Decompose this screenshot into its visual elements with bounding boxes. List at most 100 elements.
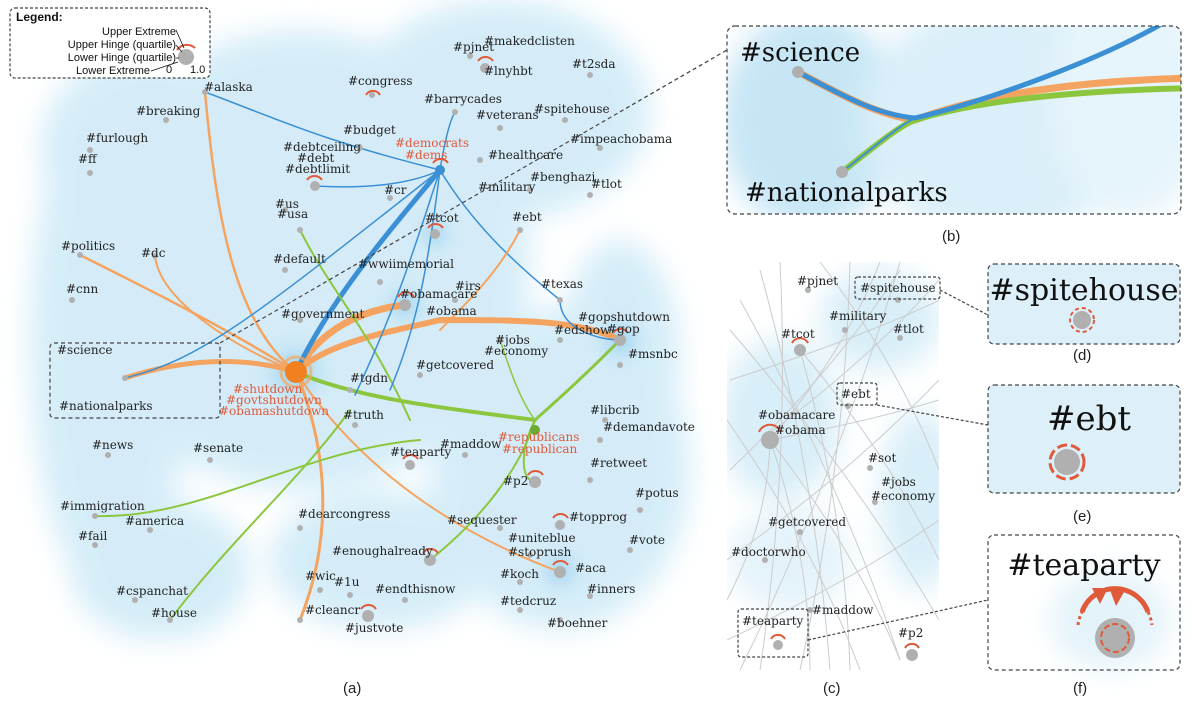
tag-republican: #republican — [502, 442, 578, 456]
tag-ebt: #ebt — [512, 210, 542, 224]
tag-boehner: #boehner — [547, 616, 608, 630]
tag-republicans: #republicans — [498, 430, 579, 444]
tag-cleancr: #cleancr — [305, 603, 360, 617]
c-tag-spitehouse: #spitehouse — [860, 281, 936, 295]
edges — [78, 90, 623, 622]
red-tag-labels: #democrats #dems #shutdown #govtshutdown… — [219, 136, 579, 456]
tag-tlot: #tlot — [591, 177, 622, 191]
tag-cnn: #cnn — [66, 282, 99, 296]
tag-pjnet: #pjnet — [453, 40, 494, 54]
tag-nationalparks: #nationalparks — [59, 399, 153, 413]
tag-us: #us — [275, 197, 299, 211]
c-tag-obama: #obama — [775, 423, 826, 437]
c-tag-labels: #pjnet #spitehouse #military #tcot #tlot #ebt… — [731, 274, 936, 640]
legend-upper-extreme: Upper Extreme — [102, 26, 176, 38]
hub-nodes — [279, 165, 540, 435]
c-tag-tlot: #tlot — [893, 322, 924, 336]
tag-benghazi: #benghazi — [530, 170, 595, 184]
tag-healthcare: #healthcare — [488, 148, 563, 162]
tag-texas: #texas — [541, 277, 583, 291]
legend-scale-min: 0 — [166, 64, 172, 76]
c-tag-obamacare: #obamacare — [758, 408, 835, 422]
tag-government: #government — [281, 307, 365, 321]
tag-retweet: #retweet — [590, 456, 647, 470]
tag-maddow: #maddow — [440, 437, 502, 451]
tag-obama: #obama — [426, 304, 477, 318]
density-map — [30, 0, 690, 640]
tag-tcot: #tcot — [425, 211, 459, 225]
b-tag-nationalparks: #nationalparks — [745, 178, 948, 208]
tag-ff: #ff — [78, 152, 98, 166]
tag-spitehouse: #spitehouse — [534, 102, 610, 116]
tag-cr: #cr — [384, 183, 407, 197]
tag-congress: #congress — [348, 74, 413, 88]
tag-wic: #wic — [305, 569, 336, 583]
glyph-arcs — [306, 55, 629, 610]
tag-democrats: #democrats — [395, 136, 469, 150]
tag-libcrib: #libcrib — [590, 403, 640, 417]
c-tag-military: #military — [829, 309, 887, 323]
d-tag-spitehouse: #spitehouse — [990, 273, 1179, 308]
tag-vote: #vote — [629, 533, 665, 547]
tag-demandavote: #demandavote — [603, 420, 695, 434]
tag-debtlimit: #debtlimit — [285, 162, 350, 176]
panel-a: #alaska#breaking#furlough#ff#politics#dc… — [9, 0, 728, 697]
tag-p2: #p2 — [503, 474, 528, 488]
tag-enoughalready: #enoughalready — [332, 544, 433, 558]
caption-a: (a) — [343, 680, 361, 697]
caption-f: (f) — [1073, 680, 1087, 697]
c-tag-economy: #economy — [871, 489, 935, 503]
tag-inners: #inners — [587, 582, 635, 596]
tag-sequester: #sequester — [447, 513, 517, 527]
tag-gopshutdown: #gopshutdown — [578, 310, 670, 324]
c-tag-pjnet: #pjnet — [797, 274, 838, 288]
tag-tgdn: #tgdn — [350, 371, 388, 385]
tag-debt: #debt — [297, 151, 335, 165]
tag-koch: #koch — [500, 567, 539, 581]
c-tag-teaparty: #teaparty — [742, 614, 804, 628]
legend-lower-extreme: Lower Extreme — [76, 65, 150, 77]
tag-potus: #potus — [635, 486, 679, 500]
tag-default: #default — [273, 252, 326, 266]
tag-news: #news — [92, 438, 133, 452]
tag-usa: #usa — [277, 207, 308, 221]
e-tag-ebt: #ebt — [1047, 399, 1131, 439]
tag-shutdown: #shutdown — [233, 382, 303, 396]
tag-cspanchat: #cspanchat — [116, 584, 188, 598]
caption-e: (e) — [1073, 508, 1091, 525]
legend-glyph — [178, 49, 194, 65]
legend-title: Legend: — [16, 10, 63, 24]
c-edges — [727, 262, 939, 670]
tag-msnbc: #msnbc — [628, 347, 678, 361]
tag-furlough: #furlough — [86, 131, 148, 145]
tag-1u: #1u — [334, 575, 360, 589]
tag-stoprush: #stoprush — [508, 545, 572, 559]
tag-politics: #politics — [61, 239, 115, 253]
c-tag-doctorwho: #doctorwho — [731, 545, 806, 559]
f-tag-teaparty: #teaparty — [1007, 548, 1160, 583]
tag-truth: #truth — [343, 408, 384, 422]
c-tag-jobs: #jobs — [881, 475, 916, 489]
tag-teaparty: #teaparty — [390, 445, 452, 459]
legend-lower-hinge: Lower Hinge (quartile) — [68, 52, 176, 64]
legend: Legend: Upper Extreme Upper Hinge (quart… — [9, 7, 211, 79]
tag-house: #house — [151, 606, 197, 620]
tag-wwiimemorial: #wwiimemorial — [358, 257, 454, 271]
tag-impeachobama: #impeachobama — [570, 132, 672, 146]
tag-justvote: #justvote — [345, 621, 403, 635]
c-tag-tcot: #tcot — [781, 327, 815, 341]
tag-economy: #economy — [484, 344, 548, 358]
tag-immigration: #immigration — [60, 499, 145, 513]
c-tag-ebt: #ebt — [841, 387, 871, 401]
caption-b: (b) — [942, 228, 960, 245]
tag-fail: #fail — [78, 529, 107, 543]
tag-military: #military — [478, 180, 536, 194]
legend-glyph-arc — [176, 43, 196, 51]
panel-b: #science #nationalparks (b) — [726, 25, 1182, 245]
tag-edshow: #edshow — [554, 323, 611, 337]
legend-upper-hinge: Upper Hinge (quartile) — [68, 39, 176, 51]
c-tag-getcovered: #getcovered — [768, 515, 846, 529]
tag-dc: #dc — [141, 246, 166, 260]
tag-budget: #budget — [343, 123, 396, 137]
